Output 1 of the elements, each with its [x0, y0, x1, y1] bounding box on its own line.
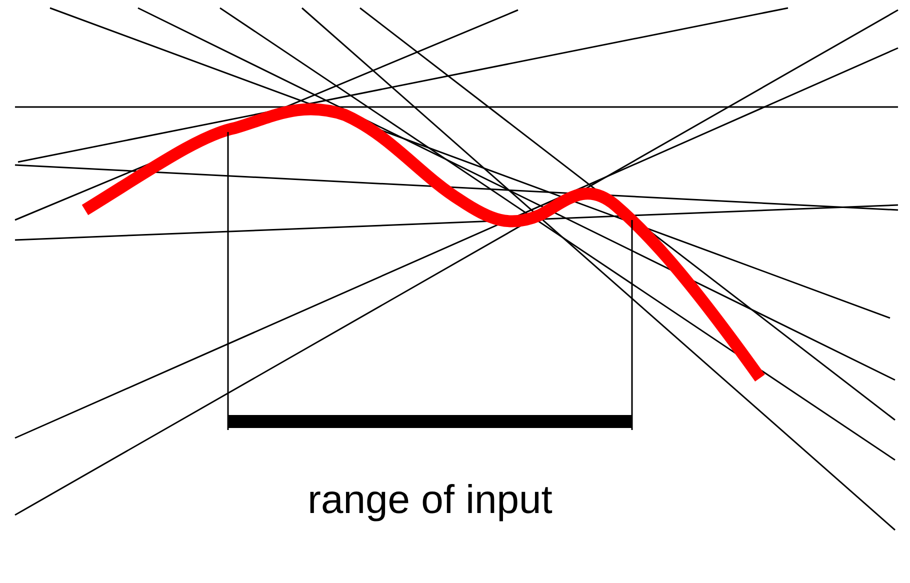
range-label: range of input	[306, 477, 554, 524]
